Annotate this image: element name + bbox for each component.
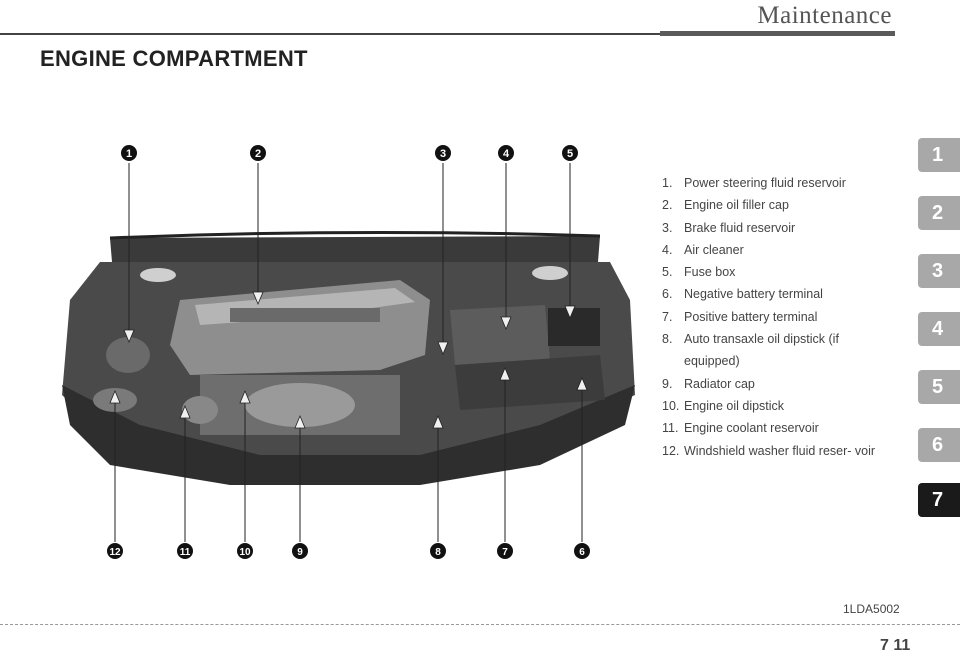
page-number: 7 11 xyxy=(880,637,911,654)
legend-item: 12. Windshield washer fluid reser- voir xyxy=(662,440,892,462)
air-cleaner xyxy=(450,305,550,365)
legend-label: Engine coolant reservoir xyxy=(684,421,819,436)
legend-label: Negative battery terminal xyxy=(684,287,823,302)
legend-label: Engine oil dipstick xyxy=(684,398,785,413)
callout-2: 2 xyxy=(255,148,261,160)
hood-edge xyxy=(109,230,601,240)
legend-label: Radiator cap xyxy=(684,376,755,391)
legend-num: 4. xyxy=(662,242,673,257)
figure-code: 1LDA5002 xyxy=(843,602,900,616)
callout-12: 12 xyxy=(109,547,121,558)
left-strut-tower xyxy=(140,268,176,282)
callout-6: 6 xyxy=(579,547,585,558)
header-rule xyxy=(0,33,895,35)
callout-6-marker xyxy=(574,543,590,559)
battery xyxy=(455,355,605,410)
legend-item: 9. Radiator cap xyxy=(662,373,892,395)
top-leader-lines xyxy=(128,163,571,350)
legend-item: 2. Engine oil filler cap xyxy=(662,194,892,216)
callout-10: 10 xyxy=(239,547,251,558)
callout-8-marker xyxy=(430,543,446,559)
legend-label: Air cleaner xyxy=(684,242,744,257)
legend-item: 10. Engine oil dipstick xyxy=(662,395,892,417)
legend-num: 1. xyxy=(662,176,673,190)
legend-num: 11. xyxy=(662,421,679,436)
callout-7: 7 xyxy=(502,547,508,558)
callout-11: 11 xyxy=(180,547,191,558)
legend-item: 4. Air cleaner xyxy=(662,239,892,261)
callout-2-marker xyxy=(250,145,266,161)
legend-num: 8. xyxy=(662,332,673,347)
chapter-tab-6[interactable]: 6 xyxy=(918,428,960,462)
legend-item: 5. Fuse box xyxy=(662,261,892,283)
chapter-tab-1[interactable]: 1 xyxy=(918,138,960,172)
legend-label: Brake fluid reservoir xyxy=(684,220,796,235)
callout-4: 4 xyxy=(503,148,510,160)
legend-num: 6. xyxy=(662,287,673,302)
legend-num: 5. xyxy=(662,265,673,280)
callout-8: 8 xyxy=(435,547,441,558)
bottom-callouts: 12 11 10 9 8 7 6 xyxy=(107,543,590,559)
callout-5-marker xyxy=(562,145,578,161)
chapter-title: Maintenance xyxy=(757,2,892,29)
engine-highlight xyxy=(245,383,355,427)
callout-1-marker xyxy=(121,145,137,161)
callout-10-marker xyxy=(237,543,253,559)
callout-9: 9 xyxy=(297,547,303,558)
legend-item: 1. Power steering fluid reservoir xyxy=(662,172,892,194)
legend-num: 2. xyxy=(662,198,673,213)
coolant-reservoir xyxy=(182,396,218,424)
legend-label: Engine oil filler cap xyxy=(684,198,789,213)
legend-num: 3. xyxy=(662,220,673,235)
header-rule-accent xyxy=(660,31,895,36)
engine-cover-badge xyxy=(230,308,380,322)
chapter-tab-2[interactable]: 2 xyxy=(918,196,960,230)
footer-rule xyxy=(0,624,960,625)
legend-item: 3. Brake fluid reservoir xyxy=(662,217,892,239)
right-strut-tower xyxy=(532,266,568,280)
chapter-tab-7[interactable]: 7 xyxy=(918,483,960,517)
callout-9-marker xyxy=(292,543,308,559)
callout-3: 3 xyxy=(440,148,446,160)
front-bumper xyxy=(62,385,635,485)
callout-3-marker xyxy=(435,145,451,161)
callout-4-marker xyxy=(498,145,514,161)
callout-5: 5 xyxy=(567,148,573,160)
legend-item: 6. Negative battery terminal xyxy=(662,283,892,305)
legend-label: Windshield washer fluid reser- voir xyxy=(684,443,876,458)
chapter-tab-5[interactable]: 5 xyxy=(918,370,960,404)
parts-legend: 1. Power steering fluid reservoir 2. Engin… xyxy=(662,172,892,462)
legend-label: Positive battery terminal xyxy=(684,309,818,324)
legend-num: 12. xyxy=(662,443,680,458)
legend-num: 7. xyxy=(662,309,673,324)
section-title: ENGINE COMPARTMENT xyxy=(40,46,308,71)
legend-num: 10. xyxy=(662,398,680,413)
chapter-tab-3[interactable]: 3 xyxy=(918,254,960,288)
legend-label: Fuse box xyxy=(684,265,736,280)
legend-label: Power steering fluid reservoir xyxy=(684,176,846,190)
chapter-tab-4[interactable]: 4 xyxy=(918,312,960,346)
engine-compartment-illustration: 1 2 3 4 5 12 11 10 9 8 7 6 xyxy=(62,145,635,559)
legend-item: 7. Positive battery terminal xyxy=(662,306,892,328)
callout-12-marker xyxy=(107,543,123,559)
callout-7-marker xyxy=(497,543,513,559)
top-callouts: 1 2 3 4 5 xyxy=(121,145,578,161)
legend-item: 8. Auto transaxle oil dipstick (if equipp… xyxy=(662,328,892,373)
callout-1: 1 xyxy=(126,148,132,160)
fuse-box xyxy=(548,308,600,346)
hood xyxy=(110,236,600,262)
arrowheads xyxy=(109,291,588,429)
bottom-leader-lines xyxy=(114,372,583,542)
callout-11-marker xyxy=(177,543,193,559)
power-steering-reservoir xyxy=(106,337,150,373)
legend-num: 9. xyxy=(662,376,673,391)
legend-label: Auto transaxle oil dipstick (if equipped… xyxy=(684,332,839,369)
legend-item: 11. Engine coolant reservoir xyxy=(662,417,892,439)
